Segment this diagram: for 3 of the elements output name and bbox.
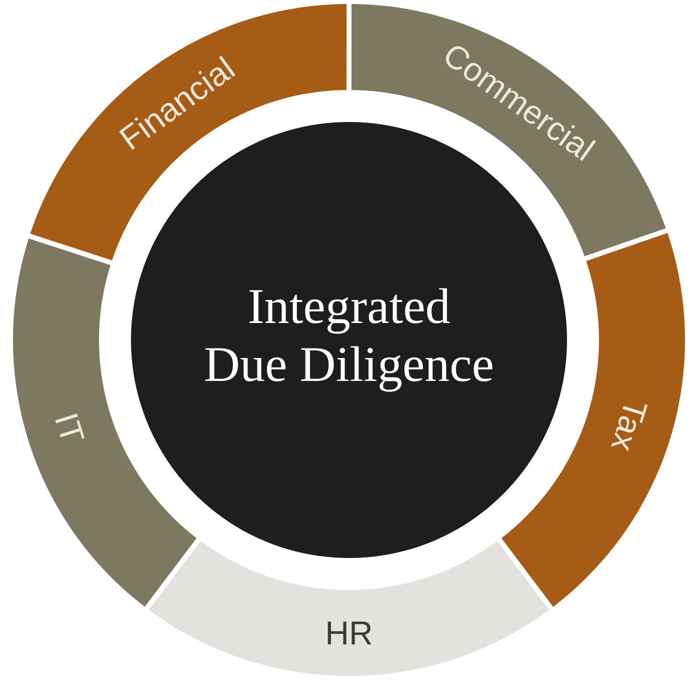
ring-segment: IT <box>13 238 197 607</box>
ring-segment: HR <box>148 541 550 676</box>
ring-segment: Tax <box>501 232 685 607</box>
